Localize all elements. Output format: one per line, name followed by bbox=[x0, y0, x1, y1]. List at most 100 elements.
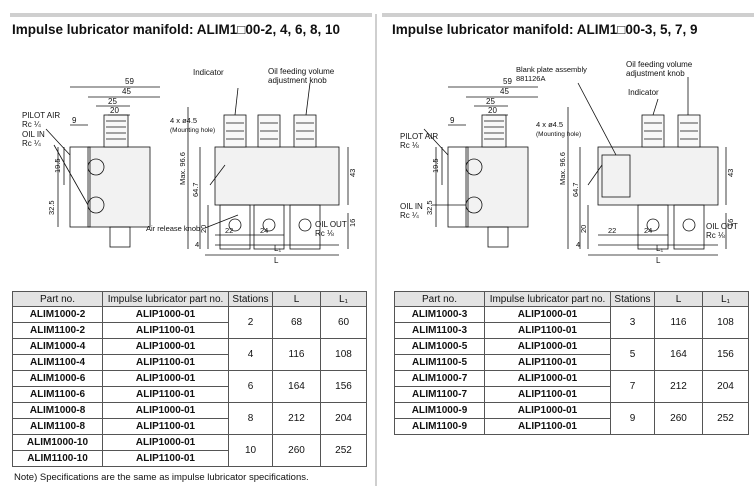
lubricator-cell: ALIP1100-01 bbox=[102, 354, 229, 371]
right-dim-22: 22 bbox=[608, 226, 616, 235]
L-cell: 260 bbox=[654, 402, 703, 435]
left-oil-out-label: OIL OUT bbox=[315, 220, 347, 229]
right-oil-knob-label-1: Oil feeding volume bbox=[626, 60, 693, 69]
left-air-release-label: Air release knob bbox=[146, 224, 200, 233]
table-row: ALIM1100-2 ALIP1100-01 bbox=[12, 322, 367, 339]
lubricator-cell: ALIP1000-01 bbox=[102, 434, 229, 451]
part-no-cell: ALIM1100-9 bbox=[394, 418, 485, 435]
left-dim-64-7: 64.7 bbox=[191, 182, 200, 197]
left-dim-L1: L₁ bbox=[274, 244, 281, 253]
part-no-cell: ALIM1000-2 bbox=[12, 306, 103, 323]
right-dim-32-5: 32.5 bbox=[425, 200, 434, 215]
left-hole-label-2: (Mounting hole) bbox=[170, 127, 215, 134]
lubricator-cell: ALIP1000-01 bbox=[484, 306, 611, 323]
left-oil-in-port-label: Rc ¼ bbox=[22, 139, 41, 148]
table-row: ALIM1100-8 ALIP1100-01 bbox=[12, 418, 367, 435]
left-dim-22: 22 bbox=[225, 226, 233, 235]
left-dim-L: L bbox=[274, 256, 279, 265]
right-oil-knob-label-2: adjustment knob bbox=[626, 69, 685, 78]
left-header-bar bbox=[10, 13, 372, 17]
col-L1: L₁ bbox=[320, 291, 367, 307]
right-hole-label-1: 4 x ø4.5 bbox=[536, 120, 563, 129]
lubricator-cell: ALIP1100-01 bbox=[102, 322, 229, 339]
part-no-cell: ALIM1000-9 bbox=[394, 402, 485, 419]
lubricator-cell: ALIP1000-01 bbox=[102, 402, 229, 419]
left-dim-25: 25 bbox=[108, 97, 117, 106]
left-title: Impulse lubricator manifold: ALIM1□00-2,… bbox=[12, 22, 340, 37]
L-cell: 260 bbox=[272, 434, 321, 467]
left-dim-45: 45 bbox=[122, 87, 131, 96]
right-dim-24: 24 bbox=[644, 226, 652, 235]
table-row: ALIM1000-5 ALIP1000-01 5 164 156 bbox=[394, 338, 749, 371]
L-cell: 116 bbox=[272, 338, 321, 371]
left-dim-20b: 20 bbox=[199, 225, 208, 233]
stations-cell: 9 bbox=[610, 402, 655, 435]
right-dim-4: 4 bbox=[576, 240, 580, 249]
part-no-cell: ALIM1100-10 bbox=[12, 450, 103, 467]
left-dimension-drawing: 59 45 25 20 9 PILOT AIR Rc ¼ OIL IN Rc ¼… bbox=[22, 67, 357, 265]
part-no-cell: ALIM1100-5 bbox=[394, 354, 485, 371]
lubricator-cell: ALIP1100-01 bbox=[484, 322, 611, 339]
right-dim-45: 45 bbox=[500, 87, 509, 96]
L1-cell: 252 bbox=[320, 434, 367, 467]
left-hole-label-1: 4 x ø4.5 bbox=[170, 116, 197, 125]
left-dim-43: 43 bbox=[348, 169, 357, 177]
lubricator-cell: ALIP1000-01 bbox=[102, 338, 229, 355]
left-dim-16: 16 bbox=[348, 219, 357, 227]
table-row: ALIM1000-10 ALIP1000-01 10 260 252 bbox=[12, 434, 367, 467]
stations-cell: 2 bbox=[228, 306, 273, 339]
L-cell: 212 bbox=[654, 370, 703, 403]
right-pilot-port-label: Rc ⅛ bbox=[400, 141, 419, 150]
col-L1: L₁ bbox=[702, 291, 749, 307]
lubricator-cell: ALIP1100-01 bbox=[484, 354, 611, 371]
part-no-cell: ALIM1100-3 bbox=[394, 322, 485, 339]
left-dim-19-5: 19.5 bbox=[53, 158, 62, 173]
table-row: ALIM1000-2 ALIP1000-01 2 68 60 bbox=[12, 306, 367, 339]
table-header-row: Part no. Impulse lubricator part no. Sta… bbox=[12, 291, 367, 307]
table-row: ALIM1100-10 ALIP1100-01 bbox=[12, 450, 367, 467]
right-oil-in-port-label: Rc ¼ bbox=[400, 211, 419, 220]
right-dim-max-96-6: Max. 96.6 bbox=[558, 152, 567, 185]
L1-cell: 252 bbox=[702, 402, 749, 435]
table-row: ALIM1100-6 ALIP1100-01 bbox=[12, 386, 367, 403]
left-indicator-label: Indicator bbox=[193, 68, 224, 77]
left-pilot-air-label: PILOT AIR bbox=[22, 111, 60, 120]
right-pilot-air-label: PILOT AIR bbox=[400, 132, 438, 141]
table-row: ALIM1100-3 ALIP1100-01 bbox=[394, 322, 749, 339]
table-row: ALIM1000-9 ALIP1000-01 9 260 252 bbox=[394, 402, 749, 435]
col-part-no: Part no. bbox=[394, 291, 485, 307]
part-no-cell: ALIM1000-6 bbox=[12, 370, 103, 387]
right-oil-out-label: OIL OUT bbox=[706, 222, 738, 231]
part-no-cell: ALIM1100-2 bbox=[12, 322, 103, 339]
left-dim-max-96-6: Max. 96.6 bbox=[178, 152, 187, 185]
right-dim-19-5: 19.5 bbox=[431, 158, 440, 173]
table-row: ALIM1000-4 ALIP1000-01 4 116 108 bbox=[12, 338, 367, 371]
stations-cell: 10 bbox=[228, 434, 273, 467]
right-dim-59: 59 bbox=[503, 77, 512, 86]
left-oil-in-label: OIL IN bbox=[22, 130, 45, 139]
L1-cell: 156 bbox=[702, 338, 749, 371]
part-no-cell: ALIM1000-3 bbox=[394, 306, 485, 323]
left-dim-32-5: 32.5 bbox=[47, 200, 56, 215]
part-no-cell: ALIM1000-8 bbox=[12, 402, 103, 419]
col-lubricator-part-no: Impulse lubricator part no. bbox=[484, 291, 611, 307]
lubricator-cell: ALIP1100-01 bbox=[102, 418, 229, 435]
col-stations: Stations bbox=[610, 291, 655, 307]
lubricator-cell: ALIP1000-01 bbox=[484, 338, 611, 355]
part-no-cell: ALIM1000-5 bbox=[394, 338, 485, 355]
table-row: ALIM1100-7 ALIP1100-01 bbox=[394, 386, 749, 403]
lubricator-cell: ALIP1100-01 bbox=[484, 418, 611, 435]
L1-cell: 108 bbox=[320, 338, 367, 371]
left-oil-out-port-label: Rc ⅛ bbox=[315, 229, 334, 238]
left-dim-24: 24 bbox=[260, 226, 268, 235]
col-stations: Stations bbox=[228, 291, 273, 307]
L-cell: 164 bbox=[654, 338, 703, 371]
L1-cell: 60 bbox=[320, 306, 367, 339]
lubricator-cell: ALIP1100-01 bbox=[102, 450, 229, 467]
right-dim-20: 20 bbox=[488, 106, 497, 115]
left-panel: Impulse lubricator manifold: ALIM1□00-2,… bbox=[0, 0, 372, 486]
part-no-cell: ALIM1100-4 bbox=[12, 354, 103, 371]
table-row: ALIM1000-6 ALIP1000-01 6 164 156 bbox=[12, 370, 367, 403]
table-row: ALIM1000-3 ALIP1000-01 3 116 108 bbox=[394, 306, 749, 339]
lubricator-cell: ALIP1000-01 bbox=[102, 306, 229, 323]
